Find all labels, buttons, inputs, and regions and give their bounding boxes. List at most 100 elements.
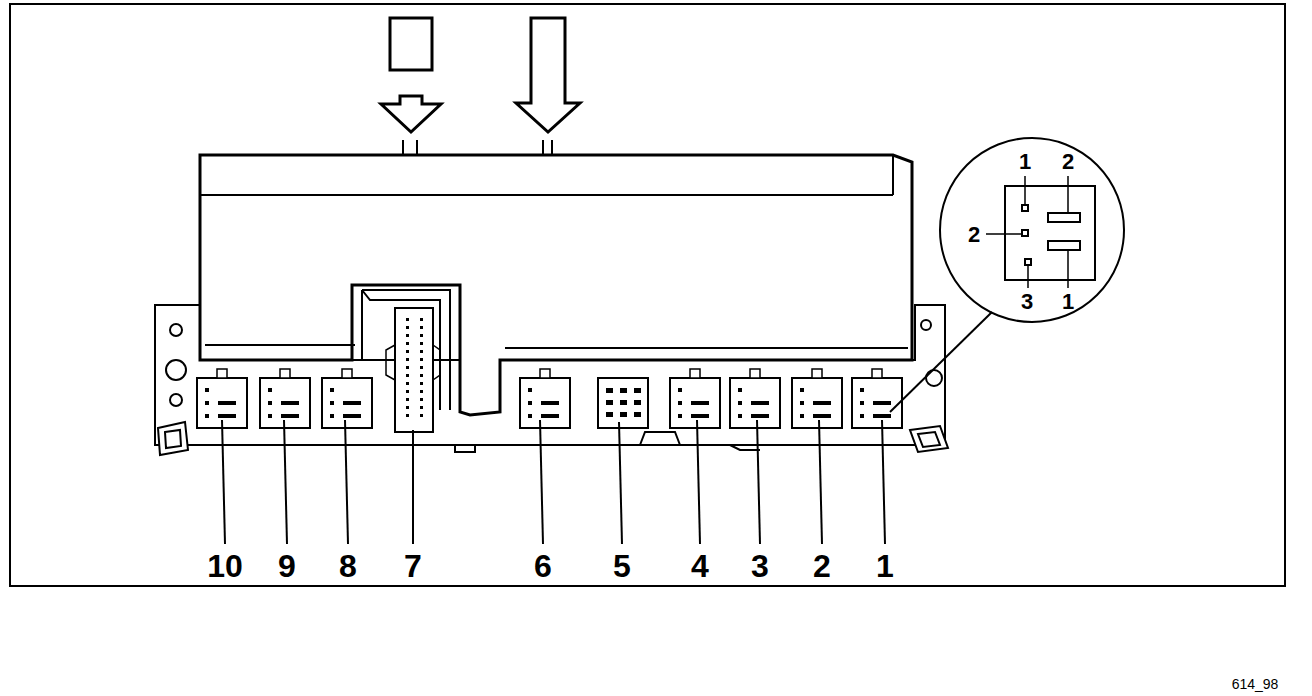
pin-mark bbox=[268, 414, 272, 418]
callout-number: 8 bbox=[339, 550, 357, 582]
multi-pin-connector bbox=[386, 308, 440, 432]
socket-body bbox=[852, 378, 902, 428]
leader-line bbox=[345, 420, 348, 544]
pin-mark bbox=[406, 398, 409, 401]
pin-mark bbox=[634, 388, 641, 393]
socket-latch bbox=[750, 369, 760, 378]
base-detail bbox=[455, 432, 760, 452]
pin-mark bbox=[634, 400, 641, 405]
pin-number: 2 bbox=[968, 224, 980, 246]
pin-mark bbox=[860, 401, 864, 405]
pin-mark bbox=[420, 342, 423, 345]
pin-mark bbox=[420, 366, 423, 369]
pin-mark bbox=[678, 401, 682, 405]
inset-pin bbox=[1022, 205, 1028, 211]
socket-latch bbox=[872, 369, 882, 378]
pin-mark bbox=[268, 388, 272, 392]
hollow-arrow bbox=[381, 96, 441, 132]
callout-number: 4 bbox=[691, 550, 709, 582]
inset-pin bbox=[1025, 259, 1031, 265]
pin-slot bbox=[751, 401, 769, 405]
pin-mark bbox=[738, 414, 742, 418]
pin-mark bbox=[406, 350, 409, 353]
inset-pin bbox=[1022, 230, 1028, 236]
pin-mark bbox=[406, 374, 409, 377]
socket-body bbox=[670, 378, 720, 428]
pin-mark bbox=[528, 388, 532, 392]
pin-mark bbox=[420, 326, 423, 329]
pin-slot bbox=[281, 401, 299, 405]
pin-mark bbox=[528, 414, 532, 418]
pin-slot bbox=[813, 401, 831, 405]
housing-edges bbox=[200, 155, 912, 360]
pin-mark bbox=[406, 390, 409, 393]
leader-line bbox=[882, 420, 885, 544]
callout-number: 9 bbox=[278, 550, 296, 582]
pin-mark bbox=[860, 388, 864, 392]
pin-mark bbox=[620, 400, 627, 405]
pin-mark bbox=[406, 414, 409, 417]
callout-number: 10 bbox=[207, 550, 243, 582]
pin-slot bbox=[813, 414, 831, 418]
pin-mark bbox=[406, 366, 409, 369]
pin-mark bbox=[800, 414, 804, 418]
pin-slot bbox=[873, 414, 891, 418]
pin-mark bbox=[268, 401, 272, 405]
pin-slot bbox=[343, 414, 361, 418]
inset-slot bbox=[1048, 213, 1080, 222]
connector-socket bbox=[670, 369, 720, 428]
pin-mark bbox=[406, 382, 409, 385]
leader-line bbox=[757, 420, 760, 544]
socket-body bbox=[598, 378, 648, 428]
connector-socket bbox=[520, 369, 570, 428]
leader-line bbox=[222, 420, 225, 544]
pin-mark bbox=[634, 412, 641, 417]
pin-number: 3 bbox=[1021, 291, 1033, 313]
socket-latch bbox=[812, 369, 822, 378]
leader-line bbox=[540, 420, 543, 544]
leader-line bbox=[619, 422, 622, 544]
callout-number: 5 bbox=[613, 550, 631, 582]
pin-slot bbox=[281, 414, 299, 418]
mount-hole bbox=[170, 394, 182, 406]
pin-slot bbox=[343, 401, 361, 405]
leader-line bbox=[412, 430, 414, 544]
callout-number: 1 bbox=[876, 550, 894, 582]
pin-mark bbox=[330, 401, 334, 405]
pin-slot bbox=[691, 414, 709, 418]
socket-latch bbox=[690, 369, 700, 378]
pin-mark bbox=[205, 401, 209, 405]
pin-mark bbox=[860, 414, 864, 418]
connector-socket bbox=[598, 378, 648, 428]
socket-latch bbox=[217, 369, 227, 378]
pin-mark bbox=[738, 388, 742, 392]
callout-number: 6 bbox=[534, 550, 552, 582]
housing-body bbox=[200, 155, 912, 415]
pin-mark bbox=[420, 350, 423, 353]
pin-slot bbox=[541, 401, 559, 405]
pin-mark bbox=[620, 388, 627, 393]
pin-mark bbox=[420, 334, 423, 337]
pin-mark bbox=[330, 414, 334, 418]
socket-latch bbox=[280, 369, 290, 378]
mount-tab bbox=[910, 426, 948, 452]
pin-mark bbox=[678, 388, 682, 392]
pin-slot bbox=[691, 401, 709, 405]
pin-mark bbox=[420, 398, 423, 401]
pin-slot bbox=[541, 414, 559, 418]
mount-hole bbox=[921, 320, 931, 330]
mount-hole bbox=[170, 324, 182, 336]
pin-mark bbox=[406, 406, 409, 409]
pin-mark bbox=[800, 388, 804, 392]
pin-mark bbox=[678, 414, 682, 418]
pin-mark bbox=[420, 390, 423, 393]
socket-body bbox=[395, 308, 433, 432]
pin-slot bbox=[218, 401, 236, 405]
pin-mark bbox=[406, 358, 409, 361]
pin-mark bbox=[606, 412, 613, 417]
socket-body bbox=[730, 378, 780, 428]
insert-symbol bbox=[390, 18, 432, 70]
pin-mark bbox=[205, 388, 209, 392]
